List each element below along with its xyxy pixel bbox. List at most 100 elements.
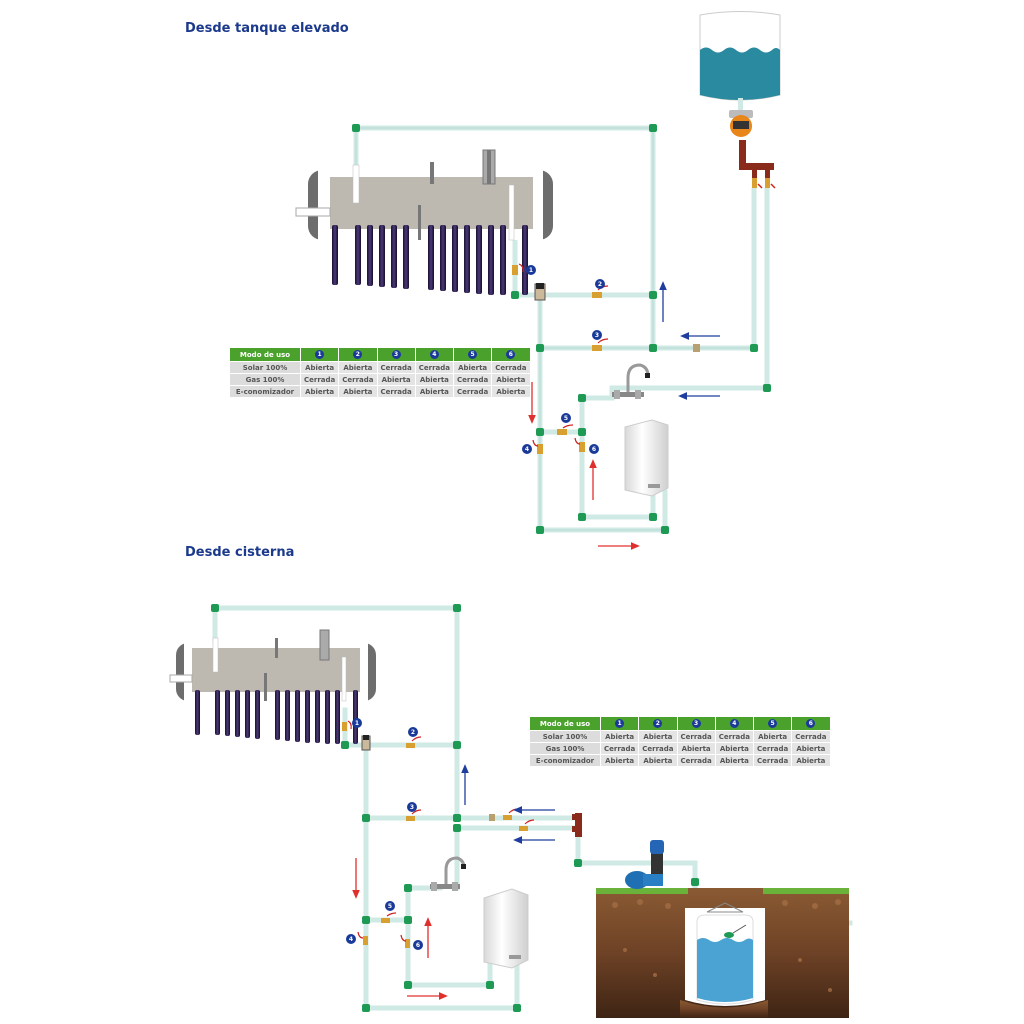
valve-5[interactable]: [557, 429, 567, 435]
table-header-row: Modo de uso 1 2 3 4 5 6: [530, 717, 831, 731]
svg-text:3: 3: [595, 332, 599, 339]
table-header-valve: 6: [491, 348, 531, 362]
valve-number-badge: 3: [391, 350, 401, 359]
cell-state: Cerrada: [300, 373, 340, 386]
cell-state: Abierta: [377, 373, 416, 386]
valve-3[interactable]: [406, 816, 415, 821]
valve-number-badge: 5: [468, 350, 478, 359]
inlet-valve[interactable]: [519, 826, 528, 831]
valve-badges: 1 2 3 4 5 6: [522, 265, 605, 454]
valve-4[interactable]: [363, 936, 368, 945]
cell-state: Cerrada: [377, 385, 416, 397]
svg-text:6: 6: [416, 942, 420, 949]
table-row: Solar 100% Abierta Abierta Cerrada Cerra…: [530, 730, 831, 743]
valve-number-badge: 2: [353, 350, 363, 359]
svg-text:5: 5: [564, 415, 568, 422]
svg-text:1: 1: [355, 720, 359, 727]
valve-6[interactable]: [579, 442, 585, 452]
table-header-valve: 5: [753, 717, 793, 731]
cell-state: Cerrada: [491, 361, 531, 374]
row-mode: Gas 100%: [230, 373, 301, 386]
check-valve: [693, 344, 700, 352]
cell-state: Abierta: [638, 730, 678, 743]
valve-number-badge: 1: [315, 350, 325, 359]
valve-6[interactable]: [405, 939, 410, 948]
valve-2[interactable]: [592, 292, 602, 298]
table-header-valve: 3: [377, 348, 416, 362]
faucet-icon: [430, 856, 466, 891]
elbow-fittings: [352, 124, 771, 534]
svg-text:1: 1: [529, 267, 533, 274]
table-row: E-conomizador Abierta Abierta Cerrada Ab…: [530, 754, 831, 766]
cell-state: Cerrada: [453, 385, 493, 397]
table-header-valve: 6: [791, 717, 831, 731]
valve-number-badge: 4: [429, 350, 439, 359]
table-header-valve: 3: [677, 717, 716, 731]
flow-arrows: [528, 281, 720, 550]
table-header-valve: 1: [300, 348, 340, 362]
cell-state: Cerrada: [753, 742, 793, 755]
cell-state: Cerrada: [377, 361, 416, 374]
svg-text:5: 5: [388, 903, 392, 910]
valve-3[interactable]: [592, 345, 602, 351]
svg-text:4: 4: [349, 936, 353, 943]
elevated-tank-icon: [699, 11, 781, 189]
gas-boiler-icon: [483, 888, 529, 969]
table-header-valve: 4: [415, 348, 455, 362]
svg-text:2: 2: [598, 281, 602, 288]
cell-state: Cerrada: [415, 361, 455, 374]
valve-number-badge: 4: [729, 719, 739, 728]
valve-4[interactable]: [537, 444, 543, 454]
ball-valve-icon: [512, 265, 700, 454]
flow-arrows: [352, 764, 555, 1000]
inlet-valve[interactable]: [503, 815, 512, 820]
cell-state: Cerrada: [677, 754, 716, 766]
cell-state: Cerrada: [753, 754, 793, 766]
cell-state: Abierta: [415, 373, 455, 386]
solar-heater-icon: [295, 149, 553, 295]
valve-number-badge: 1: [615, 719, 625, 728]
check-valve: [489, 814, 495, 821]
valve-number-badge: 3: [691, 719, 701, 728]
diagram-elevated-tank: 1 2 3 4 5 6: [295, 11, 781, 550]
diagram-cistern: 1 2 3 4 5 6: [169, 604, 853, 1018]
pressure-pump-icon: [625, 840, 664, 889]
cell-state: Abierta: [791, 742, 831, 755]
cistern-icon: [696, 902, 754, 1005]
valve-number-badge: 6: [806, 719, 816, 728]
cell-state: Cerrada: [638, 742, 678, 755]
svg-text:2: 2: [411, 729, 415, 736]
valve-2[interactable]: [406, 743, 415, 748]
table-header-valve: 2: [638, 717, 678, 731]
valve-number-badge: 5: [768, 719, 778, 728]
row-mode: Solar 100%: [230, 361, 301, 374]
cell-state: Abierta: [491, 373, 531, 386]
cell-state: Abierta: [715, 742, 755, 755]
cell-state: Abierta: [600, 754, 640, 766]
valve-1[interactable]: [512, 265, 518, 275]
valve-1[interactable]: [342, 722, 347, 731]
cell-state: Abierta: [715, 754, 755, 766]
valve-number-badge: 6: [506, 350, 516, 359]
solar-heater-icon: [169, 629, 376, 744]
pressure-pump-icon: [729, 110, 753, 137]
row-mode: E-conomizador: [230, 385, 301, 397]
cell-state: Cerrada: [715, 730, 755, 743]
table-header-mode: Modo de uso: [530, 717, 601, 731]
cell-state: Cerrada: [677, 730, 716, 743]
faucet-icon: [612, 363, 650, 399]
manifold-icon: [739, 140, 774, 180]
cell-state: Abierta: [453, 361, 493, 374]
table-row: E-conomizador Abierta Abierta Cerrada Ab…: [230, 385, 531, 397]
valve-mode-table-elevated-tank: Modo de uso 1 2 3 4 5 6 Solar 100% Abier…: [230, 348, 531, 397]
cell-state: Abierta: [638, 754, 678, 766]
ball-valve-icon: [342, 722, 528, 948]
valve-mode-table-cistern: Modo de uso 1 2 3 4 5 6 Solar 100% Abier…: [530, 717, 831, 766]
cell-state: Cerrada: [791, 730, 831, 743]
valve-5[interactable]: [381, 918, 390, 923]
cell-state: Abierta: [300, 385, 340, 397]
float-valve: [724, 932, 734, 938]
cell-state: Abierta: [677, 742, 716, 755]
row-mode: Solar 100%: [530, 730, 601, 743]
cell-state: Abierta: [491, 385, 531, 397]
